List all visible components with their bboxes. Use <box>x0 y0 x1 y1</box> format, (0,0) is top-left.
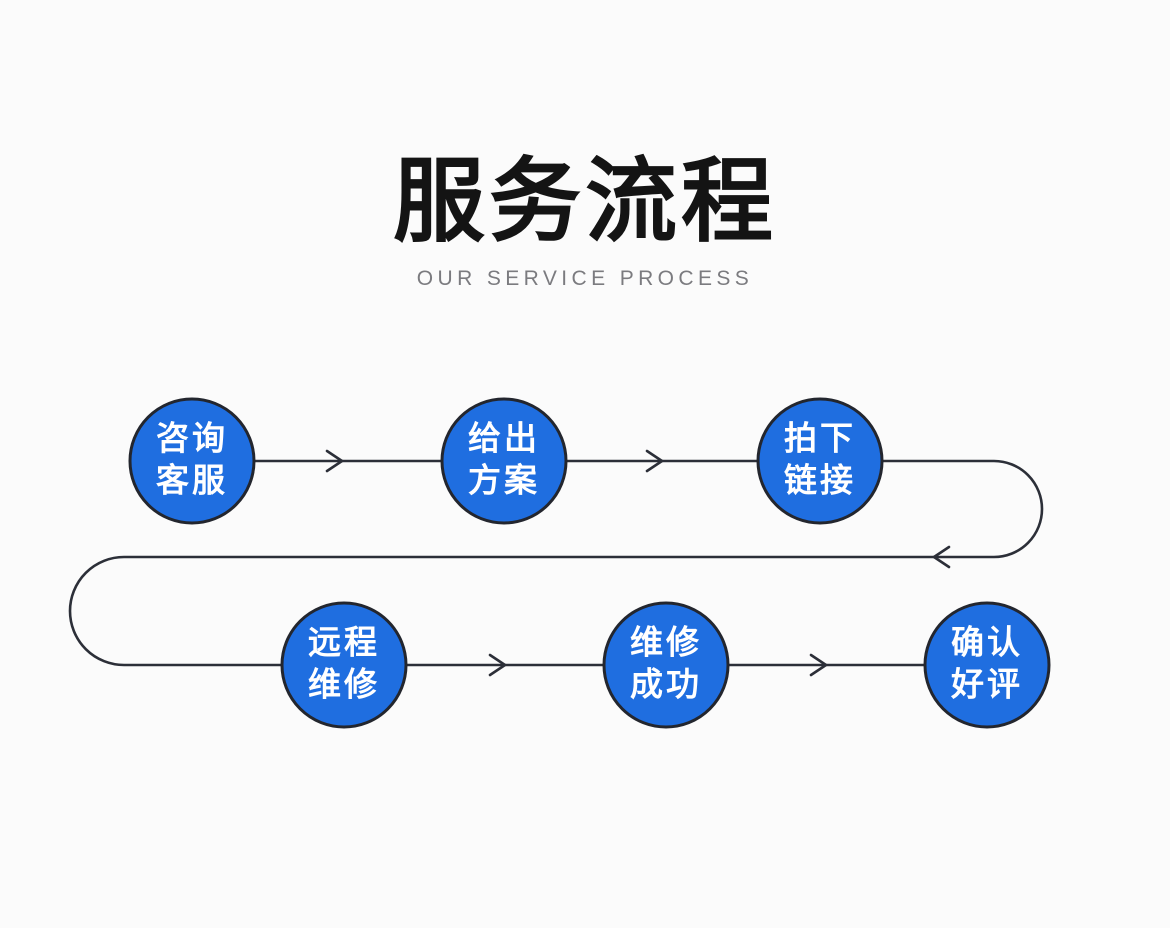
node-label-line1: 拍下 <box>784 419 856 458</box>
node-label-line1: 给出 <box>468 419 540 458</box>
node-label-line1: 确认 <box>951 623 1023 662</box>
connector-order-to-remote-repair <box>68 459 1044 667</box>
page-title: 服务流程 <box>392 148 777 255</box>
connector-remote-repair-to-success <box>404 653 606 677</box>
connector-success-to-review <box>726 653 927 677</box>
node-circle[interactable] <box>756 397 884 525</box>
node-circle[interactable] <box>923 601 1051 729</box>
arrow-head-right-icon <box>645 449 664 473</box>
page-header: 服务流程 OUR SERVICE PROCESS <box>0 150 1170 291</box>
node-label-line2: 客服 <box>156 461 228 500</box>
connector-plan-to-order <box>564 449 760 473</box>
node-label-line2: 方案 <box>468 461 540 500</box>
node-circle[interactable] <box>280 601 408 729</box>
node-label-line2: 好评 <box>950 665 1023 704</box>
connector-consult-to-plan <box>252 449 444 473</box>
connector-loop-path <box>68 459 1044 667</box>
node-label-line1: 咨询 <box>156 419 228 458</box>
flow-node-consult-service[interactable]: 咨询 客服 <box>128 397 256 525</box>
node-circle[interactable] <box>440 397 568 525</box>
node-circle[interactable] <box>602 601 730 729</box>
arrow-head-right-icon <box>488 653 507 677</box>
page-subtitle: OUR SERVICE PROCESS <box>416 267 754 291</box>
arrow-head-right-icon <box>325 449 344 473</box>
node-label-line2: 维修 <box>308 665 380 704</box>
node-label-line1: 维修 <box>630 623 702 662</box>
flow-node-repair-success[interactable]: 维修 成功 <box>602 601 730 729</box>
arrow-head-right-icon <box>809 653 828 677</box>
node-label-line1: 远程 <box>308 623 380 662</box>
node-circle[interactable] <box>128 397 256 525</box>
flow-node-provide-plan[interactable]: 给出 方案 <box>440 397 568 525</box>
flow-node-place-order-link[interactable]: 拍下 链接 <box>756 397 884 525</box>
flow-node-remote-repair[interactable]: 远程 维修 <box>280 601 408 729</box>
node-label-line2: 链接 <box>784 461 856 500</box>
flow-node-confirm-review[interactable]: 确认 好评 <box>923 601 1051 729</box>
arrow-head-left-icon <box>932 545 951 569</box>
node-label-line2: 成功 <box>630 665 702 704</box>
